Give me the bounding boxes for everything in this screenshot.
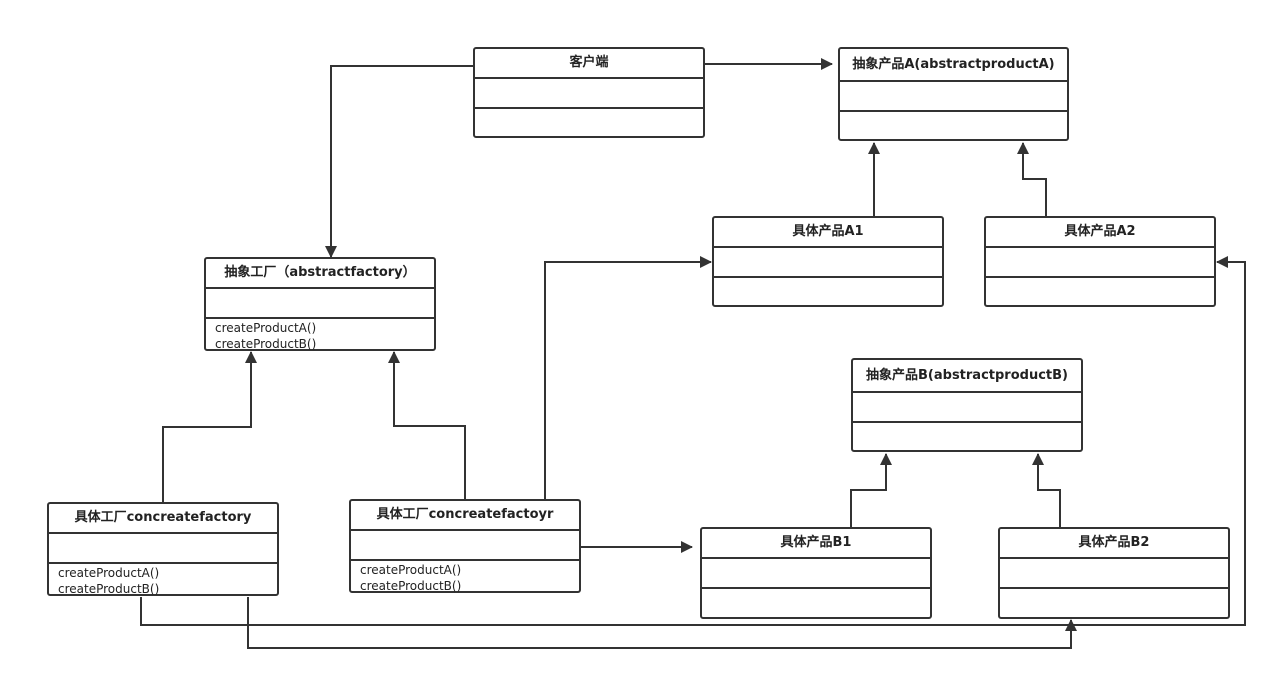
class-abstract-factory[interactable]: 抽象工厂（abstractfactory） createProductA() c… <box>204 257 436 351</box>
class-product-a2[interactable]: 具体产品A2 <box>984 216 1216 307</box>
class-abstract-factory-attributes <box>206 289 434 319</box>
class-product-b2-title: 具体产品B2 <box>1000 529 1228 559</box>
edge-concrete-factory-1-to-product-a2 <box>140 256 1246 626</box>
class-product-b2-attributes <box>1000 559 1228 589</box>
class-product-a1[interactable]: 具体产品A1 <box>712 216 944 307</box>
class-concrete-factory-2-attributes <box>351 531 579 561</box>
class-product-a2-title: 具体产品A2 <box>986 218 1214 248</box>
class-product-b1-title: 具体产品B1 <box>702 529 930 559</box>
class-abstract-product-b-attributes <box>853 393 1081 423</box>
class-client-attributes <box>475 79 703 109</box>
class-abstract-product-a-attributes <box>840 82 1067 112</box>
edge-product-b1-to-abstract-product-b <box>850 453 892 528</box>
class-abstract-product-a-title: 抽象产品A(abstractproductA) <box>840 49 1067 82</box>
class-concrete-factory-1-methods: createProductA() createProductB() <box>49 564 277 597</box>
class-concrete-factory-1-attributes <box>49 534 277 564</box>
class-product-b2-methods <box>1000 589 1228 590</box>
method-create-product-a: createProductA() <box>360 563 462 577</box>
class-concrete-factory-2-methods: createProductA() createProductB() <box>351 561 579 594</box>
class-abstract-product-b[interactable]: 抽象产品B(abstractproductB) <box>851 358 1083 452</box>
class-product-b1-attributes <box>702 559 930 589</box>
class-product-a2-methods <box>986 278 1214 279</box>
method-create-product-b: createProductB() <box>215 337 317 351</box>
class-product-a1-attributes <box>714 248 942 278</box>
class-concrete-factory-2[interactable]: 具体工厂concreatefactoyr createProductA() cr… <box>349 499 581 593</box>
class-abstract-product-b-title: 抽象产品B(abstractproductB) <box>853 360 1081 393</box>
class-abstract-factory-title: 抽象工厂（abstractfactory） <box>206 259 434 289</box>
class-client-methods <box>475 109 703 110</box>
class-client[interactable]: 客户端 <box>473 47 705 138</box>
edge-product-a2-to-abstract-product-a <box>1017 142 1047 217</box>
class-product-a1-title: 具体产品A1 <box>714 218 942 248</box>
class-product-b1[interactable]: 具体产品B1 <box>700 527 932 619</box>
class-product-a2-attributes <box>986 248 1214 278</box>
class-abstract-factory-methods: createProductA() createProductB() <box>206 319 434 352</box>
class-client-title: 客户端 <box>475 49 703 79</box>
class-product-b2[interactable]: 具体产品B2 <box>998 527 1230 619</box>
method-create-product-b: createProductB() <box>58 582 160 596</box>
class-abstract-product-b-methods <box>853 423 1081 424</box>
class-product-a1-methods <box>714 278 942 279</box>
class-abstract-product-a-methods <box>840 112 1067 113</box>
edge-concrete-factory-1-to-abstract-factory <box>162 351 257 504</box>
class-product-b1-methods <box>702 589 930 590</box>
edge-product-b2-to-abstract-product-b <box>1032 453 1061 528</box>
method-create-product-a: createProductA() <box>58 566 160 580</box>
edge-concrete-factory-2-to-abstract-factory <box>388 351 466 500</box>
class-concrete-factory-1[interactable]: 具体工厂concreatefactory createProductA() cr… <box>47 502 279 596</box>
class-abstract-product-a[interactable]: 抽象产品A(abstractproductA) <box>838 47 1069 141</box>
edge-client-to-abstract-factory <box>325 65 474 258</box>
method-create-product-a: createProductA() <box>215 321 317 335</box>
edge-concrete-factory-1-to-product-b2 <box>247 597 1077 649</box>
method-create-product-b: createProductB() <box>360 579 462 593</box>
edge-concrete-factory-2-to-product-a1 <box>544 256 712 500</box>
class-concrete-factory-1-title: 具体工厂concreatefactory <box>49 504 277 534</box>
class-concrete-factory-2-title: 具体工厂concreatefactoyr <box>351 501 579 531</box>
